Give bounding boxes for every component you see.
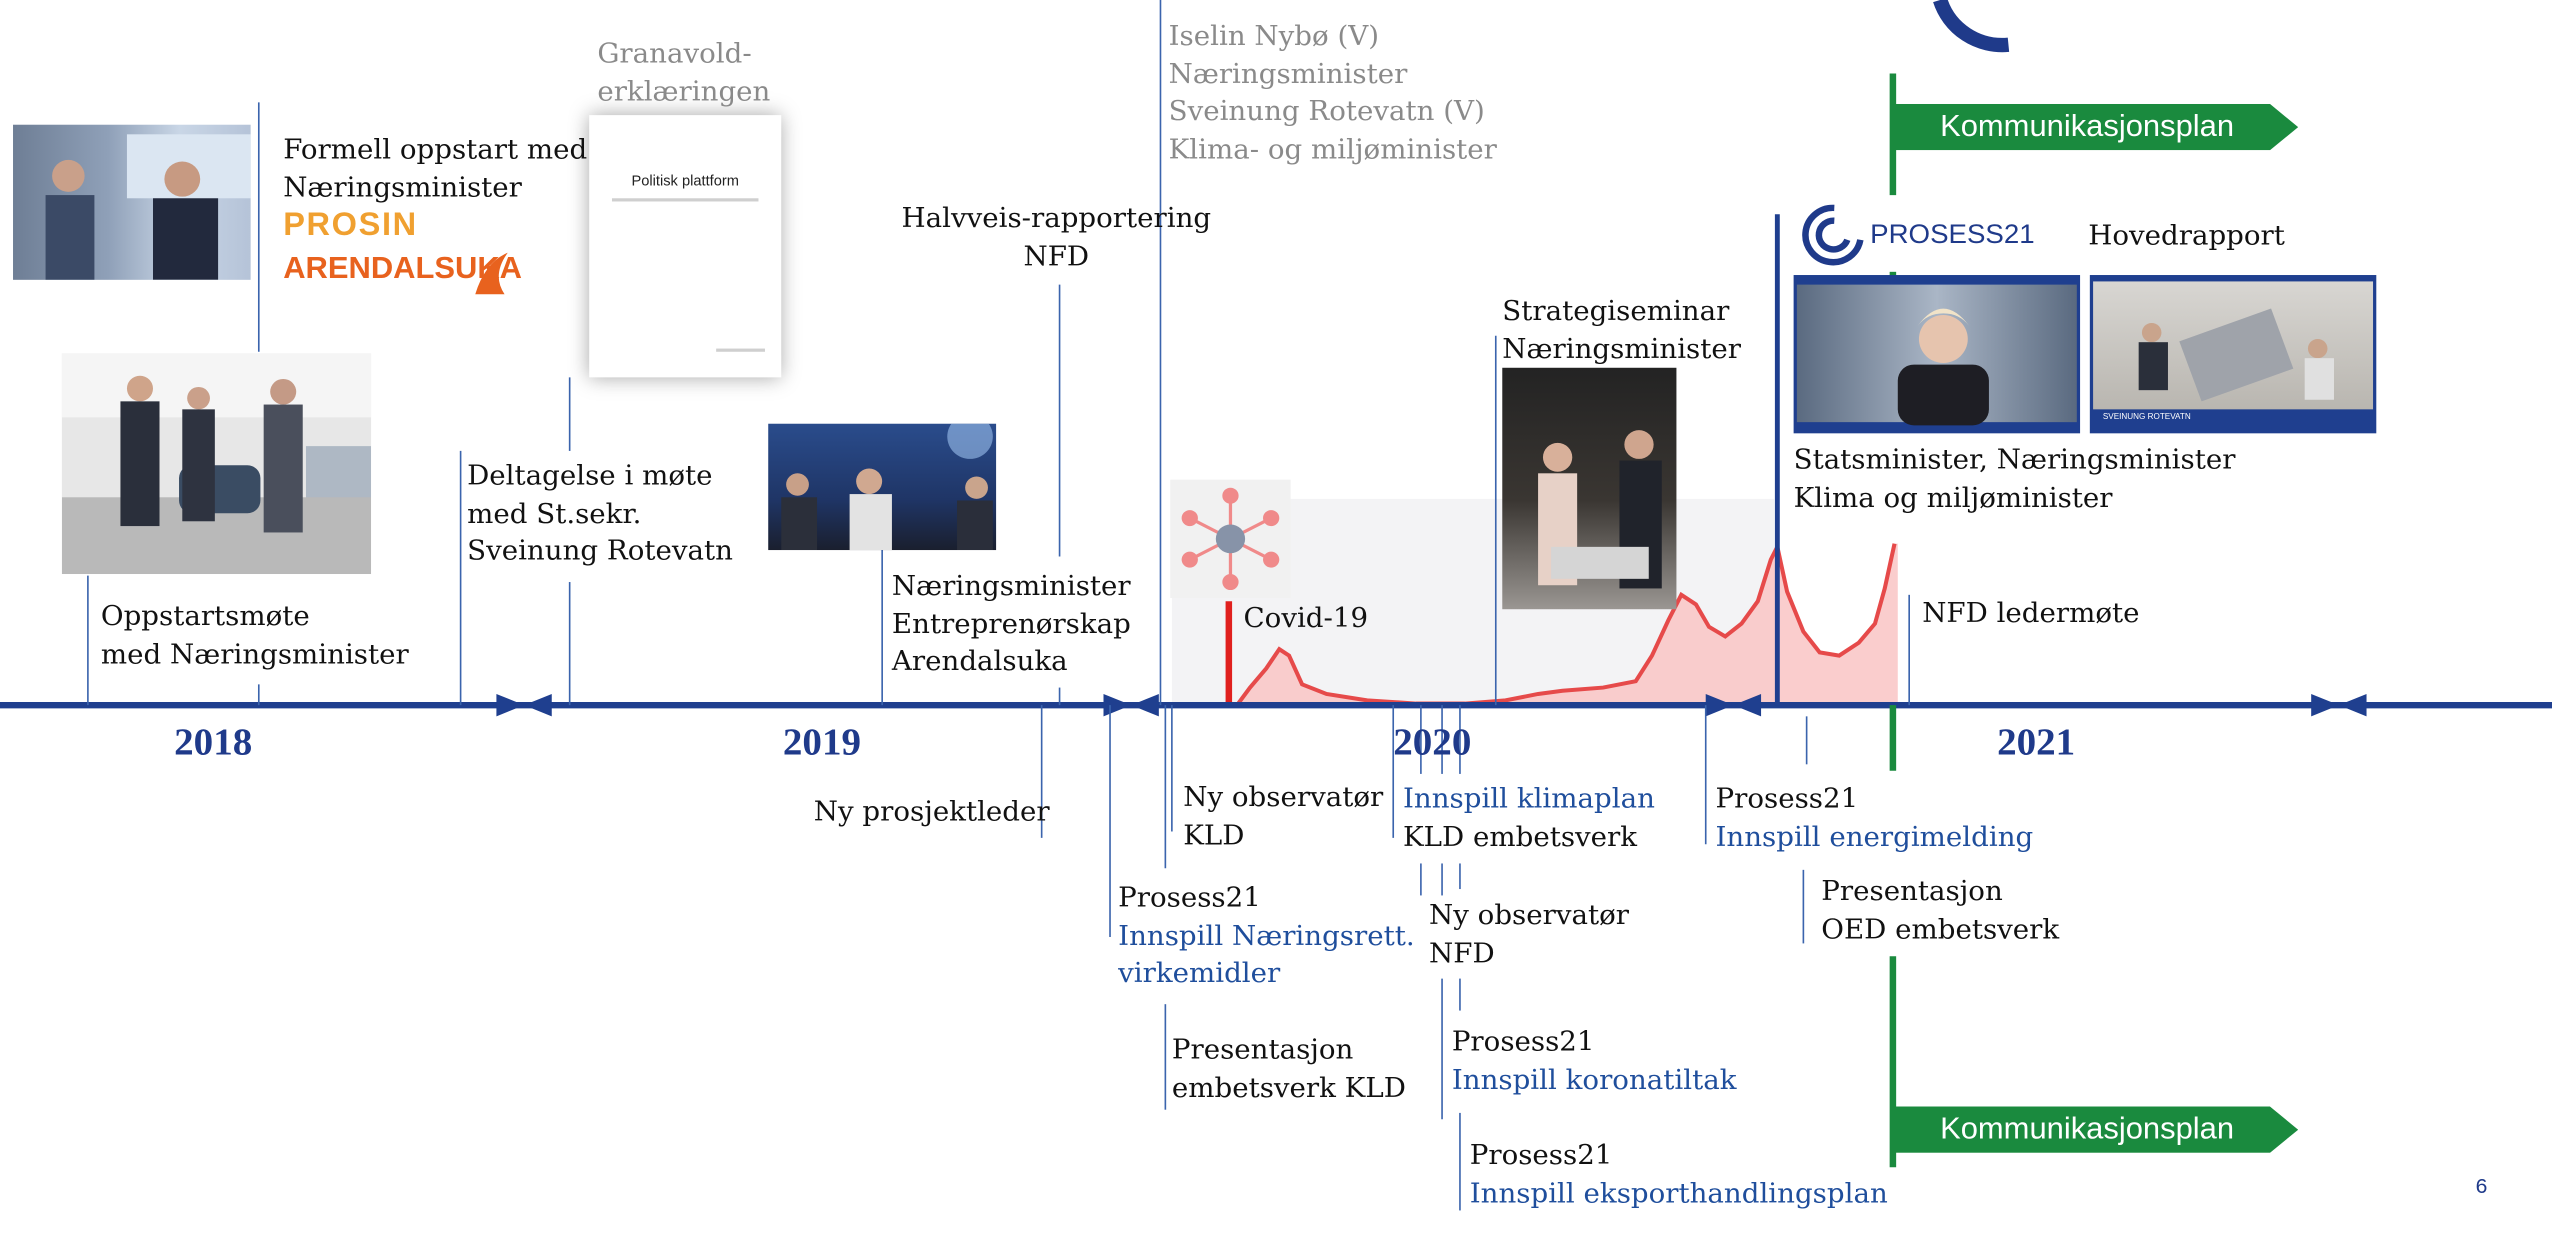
arendalsuka-logo: ARENDALSUKA — [283, 252, 522, 295]
event-strategiseminar: Strategiseminar Næringsminister — [1502, 295, 1741, 366]
event-granavold: Granavold- erklæringen — [597, 38, 771, 108]
event-nfd-ledermote: NFD ledermøte — [1922, 598, 2140, 631]
document-politisk-plattform: Politisk plattform — [589, 115, 782, 378]
prosess21-logo-text: PROSESS21 — [1870, 219, 2035, 250]
event-oppstartsmote: Oppstartsmøte med Næringsminister — [100, 601, 409, 671]
hourglass-marker-icon — [1103, 693, 1159, 717]
event-innspill-klimaplan: Innspill klimaplan KLD embetsverk — [1402, 783, 1655, 854]
event-halvveis: Halvveis-rapportering NFD — [901, 203, 1212, 273]
hourglass-marker-icon — [2311, 693, 2367, 717]
video-statsminister — [1793, 275, 2081, 434]
year-label-2018: 2018 — [174, 722, 253, 765]
photo-arendalsuka-panel — [768, 423, 997, 551]
prosess21-logo: PROSESS21 — [1802, 204, 2046, 269]
event-ny-observator-kld: Ny observatør KLD — [1183, 781, 1384, 852]
event-statsminister: Statsminister, Næringsminister Klima og … — [1793, 444, 2236, 515]
event-ny-prosjektleder: Ny prosjektleder — [813, 796, 1050, 829]
photo-prosin-conference — [13, 124, 251, 280]
event-covid: Covid-19 — [1243, 602, 1369, 635]
event-innspill-energimelding: Prosess21 Innspill energimelding — [1715, 783, 2034, 854]
event-presentasjon-kld: Presentasjon embetsverk KLD — [1171, 1034, 1406, 1105]
prosin-logo: PROSIN — [283, 207, 418, 244]
kommunikasjonsplan-banner-bottom: Kommunikasjonsplan — [1894, 1106, 2299, 1153]
video-sveinung-rotevatn: SVEINUNG ROTEVATN — [2089, 275, 2377, 434]
video-caption: SVEINUNG ROTEVATN — [2102, 412, 2191, 423]
event-regjeringsskifte: Iselin Nybø (V) Næringsminister Sveinung… — [1168, 20, 1497, 166]
covid-curve-line — [1235, 540, 1897, 707]
covid-curve-fill — [1236, 543, 1898, 706]
event-innspill-naering: Prosess21 Innspill Næringsrett. virkemid… — [1118, 882, 1415, 990]
event-innspill-koronatiltak: Prosess21 Innspill koronatiltak — [1451, 1026, 1737, 1097]
virus-icon — [1170, 479, 1291, 599]
page-number: 6 — [2475, 1173, 2488, 1198]
kommunikasjonsplan-banner-top: Kommunikasjonsplan — [1894, 103, 2299, 151]
event-ny-observator-nfd: Ny observatør NFD — [1429, 900, 1629, 970]
year-label-2020: 2020 — [1393, 722, 1472, 765]
year-label-2019: 2019 — [782, 722, 862, 765]
hourglass-marker-icon — [496, 693, 552, 717]
year-label-2021: 2021 — [1997, 722, 2076, 765]
event-entreprenorskap: Næringsminister Entreprenørskap Arendals… — [891, 570, 1131, 678]
event-deltagelse: Deltagelse i møte med St.sekr. Sveinung … — [467, 460, 733, 568]
event-presentasjon-oed: Presentasjon OED embetsverk — [1821, 876, 2060, 946]
event-formell-oppstart: Formell oppstart med Næringsminister — [283, 134, 588, 204]
event-hovedrapport: Hovedrapport — [2088, 220, 2285, 253]
hourglass-marker-icon — [1705, 693, 1762, 717]
event-innspill-eksport: Prosess21 Innspill eksporthandlingsplan — [1469, 1140, 1888, 1210]
prosess21-logo-fragment — [1933, 0, 2010, 53]
photo-strategiseminar — [1502, 367, 1677, 610]
document-title: Politisk plattform — [631, 172, 739, 189]
photo-oppstartsmote — [61, 353, 372, 575]
